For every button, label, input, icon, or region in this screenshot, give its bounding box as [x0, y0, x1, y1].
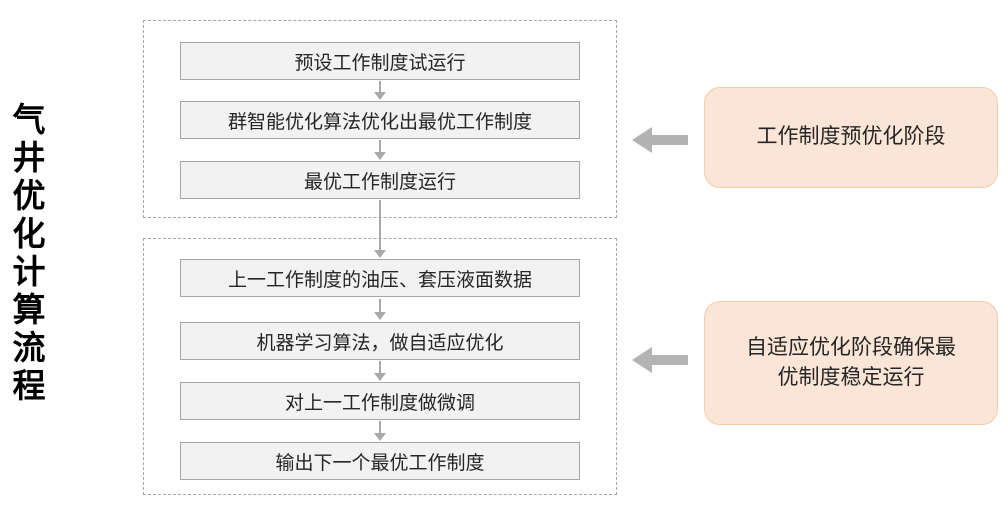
down-arrow-icon	[374, 81, 386, 100]
flow-step-optimal-run: 最优工作制度运行	[180, 161, 580, 199]
flow-step-ml-adaptive: 机器学习算法，做自适应优化	[180, 322, 580, 360]
callout-adaptive: 自适应优化阶段确保最优制度稳定运行	[704, 301, 998, 425]
flow-step-trial-run: 预设工作制度试运行	[180, 42, 580, 80]
down-arrow-icon	[374, 299, 386, 320]
flow-step-pressure-data: 上一工作制度的油压、套压液面数据	[180, 259, 580, 297]
callout-label: 工作制度预优化阶段	[756, 125, 946, 149]
flow-step-fine-tune: 对上一工作制度做微调	[180, 382, 580, 420]
page-title: 气井优化计算流程	[8, 102, 45, 406]
callout-preoptimization: 工作制度预优化阶段	[704, 87, 998, 188]
left-arrow-icon	[632, 127, 688, 153]
down-arrow-icon	[374, 361, 386, 381]
callout-label: 自适应优化阶段确保最优制度稳定运行	[746, 335, 956, 389]
flow-step-swarm-optimize: 群智能优化算法优化出最优工作制度	[180, 101, 580, 139]
left-arrow-icon	[632, 347, 688, 373]
down-arrow-icon	[374, 200, 386, 258]
down-arrow-icon	[374, 140, 386, 160]
flow-step-output-next: 输出下一个最优工作制度	[180, 442, 580, 480]
stage-panel-adaptive	[143, 238, 617, 495]
down-arrow-icon	[374, 421, 386, 441]
